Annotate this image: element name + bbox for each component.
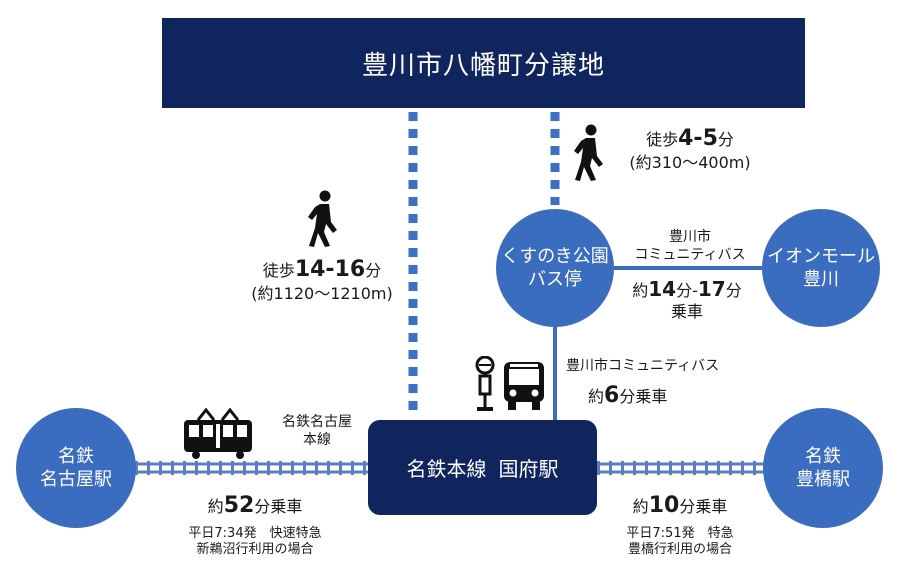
- bus-hub-time: 6: [604, 383, 620, 408]
- to-nagoya-unit: 分乗車: [254, 497, 303, 516]
- walk-long-unit: 分: [365, 261, 382, 280]
- walk-long-distance: (約1120～1210m): [251, 283, 393, 303]
- bus-aeon-duration: 約14分-17分 乗車: [612, 277, 762, 322]
- walking-person-icon: [308, 190, 337, 247]
- walk-short-time: 4-5: [678, 126, 718, 151]
- walk-long-time-row: 徒歩14-16分: [232, 256, 412, 284]
- to-nagoya-time: 52: [223, 493, 255, 518]
- bus-aeon-time1: 14: [648, 277, 677, 301]
- walk-short-time-row: 徒歩4-5分: [605, 125, 775, 153]
- walk-short-label: 徒歩4-5分 (約310～400m): [605, 125, 775, 173]
- to-toyohashi-note: 平日7:51発 特急 豊橋行利用の場合: [595, 526, 765, 559]
- railway-track-toyohashi: [597, 461, 765, 475]
- walk-short-distance: (約310～400m): [629, 152, 751, 172]
- to-toyohashi-unit: 分乗車: [679, 497, 728, 516]
- walk-short-unit: 分: [717, 130, 734, 149]
- bus-aeon-name-line1: 豊川市: [669, 229, 711, 245]
- aeon-mall-toyokawa: イオンモール 豊川: [762, 209, 880, 327]
- bus-stop-icon: [475, 356, 495, 411]
- hub-line-name: 名鉄本線: [406, 457, 487, 481]
- toyohashi-line1: 名鉄: [805, 445, 841, 467]
- bus-aeon-name: 豊川市 コミュニティバス: [620, 229, 760, 264]
- hub-station-name: 国府駅: [498, 457, 559, 481]
- destination-title: 豊川市八幡町分譲地: [162, 18, 805, 108]
- kusunoki-line2: バス停: [528, 269, 582, 290]
- bus-aeon-prefix: 約: [632, 281, 649, 300]
- bus-hub-prefix: 約: [588, 387, 605, 406]
- nagoya-line-name2: 本線: [303, 431, 331, 448]
- bus-icon: [504, 362, 544, 410]
- railway-track-nagoya: [135, 461, 368, 475]
- to-nagoya-duration: 約52分乗車: [165, 492, 345, 520]
- nagoya-line1: 名鉄: [58, 445, 94, 467]
- meitetsu-nagoya-station: 名鉄 名古屋駅: [16, 408, 136, 528]
- bus-aeon-name-line2: コミュニティバス: [634, 246, 746, 263]
- walk-long-prefix: 徒歩: [262, 261, 295, 280]
- nagoya-line2: 名古屋駅: [40, 469, 112, 490]
- to-nagoya-prefix: 約: [207, 497, 224, 516]
- kou-station-box: 名鉄本線 国府駅: [368, 420, 597, 515]
- to-toyohashi-prefix: 約: [632, 497, 649, 516]
- aeon-line1: イオンモール: [767, 245, 875, 267]
- walk-long-time: 14-16: [294, 257, 366, 282]
- kusunoki-park-bus-stop: くすのき公園 バス停: [496, 209, 614, 327]
- walking-person-icon: [574, 124, 603, 181]
- walk-long-label: 徒歩14-16分 (約1120～1210m): [232, 256, 412, 304]
- to-toyohashi-note1: 平日7:51発 特急: [626, 526, 734, 541]
- aeon-line2: 豊川: [803, 269, 839, 290]
- bus-aeon-mid: 分-: [676, 281, 698, 300]
- to-nagoya-note2: 新鵜沼行利用の場合: [196, 542, 314, 558]
- bus-aeon-unit: 分: [725, 281, 742, 300]
- bus-hub-duration: 約6分乗車: [588, 382, 667, 410]
- to-nagoya-note: 平日7:34発 快速特急 新鵜沼行利用の場合: [150, 526, 360, 559]
- bus-aeon-time-row: 約14分-17分: [612, 277, 762, 302]
- bus-hub-name: 豊川市コミュニティバス: [566, 358, 720, 374]
- bus-hub-unit: 分乗車: [619, 387, 668, 406]
- kusunoki-line1: くすのき公園: [501, 245, 609, 267]
- bus-aeon-time2: 17: [697, 277, 726, 301]
- to-toyohashi-time: 10: [648, 493, 680, 518]
- walk-short-prefix: 徒歩: [646, 130, 679, 149]
- nagoya-line-name1: 名鉄名古屋: [282, 414, 352, 430]
- nagoya-line-name: 名鉄名古屋 本線: [262, 414, 372, 449]
- bus-aeon-ride: 乗車: [670, 302, 703, 321]
- to-nagoya-note1: 平日7:34発 快速特急: [188, 526, 322, 541]
- toyohashi-line2: 豊橋駅: [796, 469, 850, 490]
- to-toyohashi-note2: 豊橋行利用の場合: [627, 542, 732, 558]
- train-icon: [184, 408, 252, 459]
- meitetsu-toyohashi-station: 名鉄 豊橋駅: [763, 408, 883, 528]
- to-toyohashi-duration: 約10分乗車: [595, 492, 765, 520]
